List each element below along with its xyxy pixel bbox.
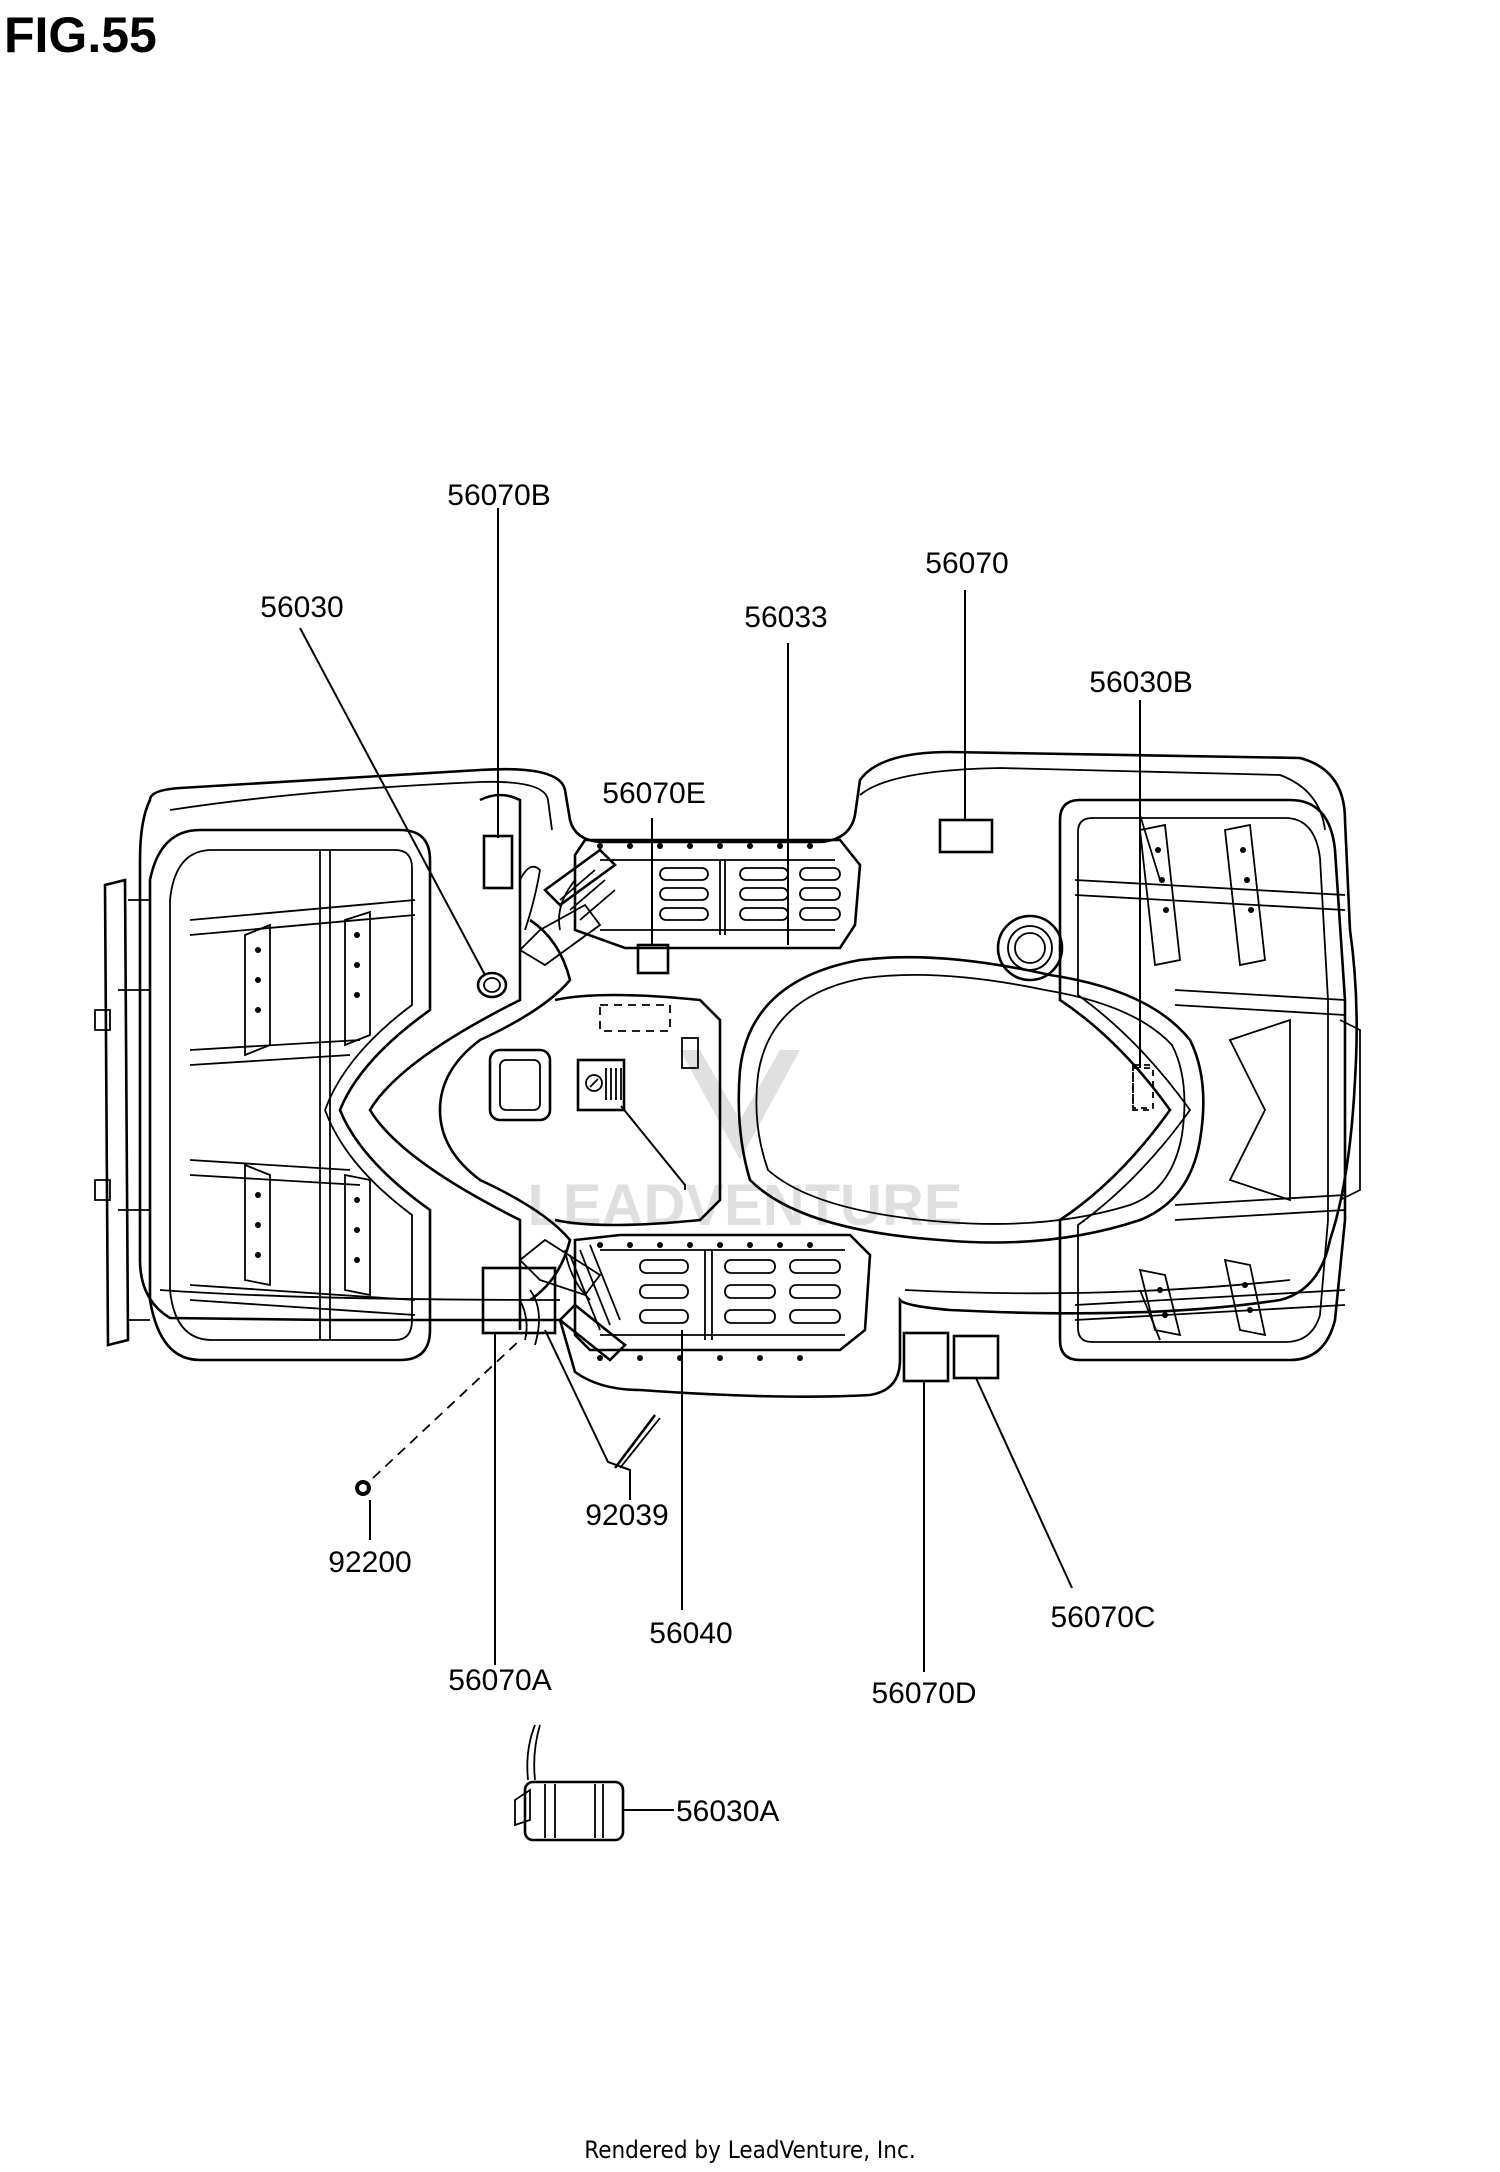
callout-56030: 56030 xyxy=(260,591,343,624)
callout-92039: 92039 xyxy=(585,1499,668,1532)
callout-56030B: 56030B xyxy=(1089,666,1192,699)
svg-text:LEADVENTURE: LEADVENTURE xyxy=(527,1173,962,1238)
callout-56033: 56033 xyxy=(744,601,827,634)
callout-56070E: 56070E xyxy=(602,777,705,810)
leader-lines xyxy=(299,508,1141,1811)
atv-body xyxy=(94,750,1361,1496)
callout-92200: 92200 xyxy=(328,1546,411,1579)
figure-title: FIG.55 xyxy=(4,7,157,63)
callout-56070D: 56070D xyxy=(871,1677,976,1710)
callout-56070: 56070 xyxy=(925,547,1008,580)
callout-56070B: 56070B xyxy=(447,479,550,512)
footer-credit: Rendered by LeadVenture, Inc. xyxy=(584,2136,916,2164)
callout-56070A: 56070A xyxy=(448,1664,551,1697)
detail-56030A xyxy=(514,1724,625,1842)
callout-labels: 56070B 56030 56070E 56033 56070 56030B 9… xyxy=(260,479,1192,1828)
callout-56030A: 56030A xyxy=(676,1795,779,1828)
callout-56040: 56040 xyxy=(649,1617,732,1650)
callout-56070C: 56070C xyxy=(1050,1601,1155,1634)
watermark: LEADVENTURE xyxy=(527,1050,963,1238)
